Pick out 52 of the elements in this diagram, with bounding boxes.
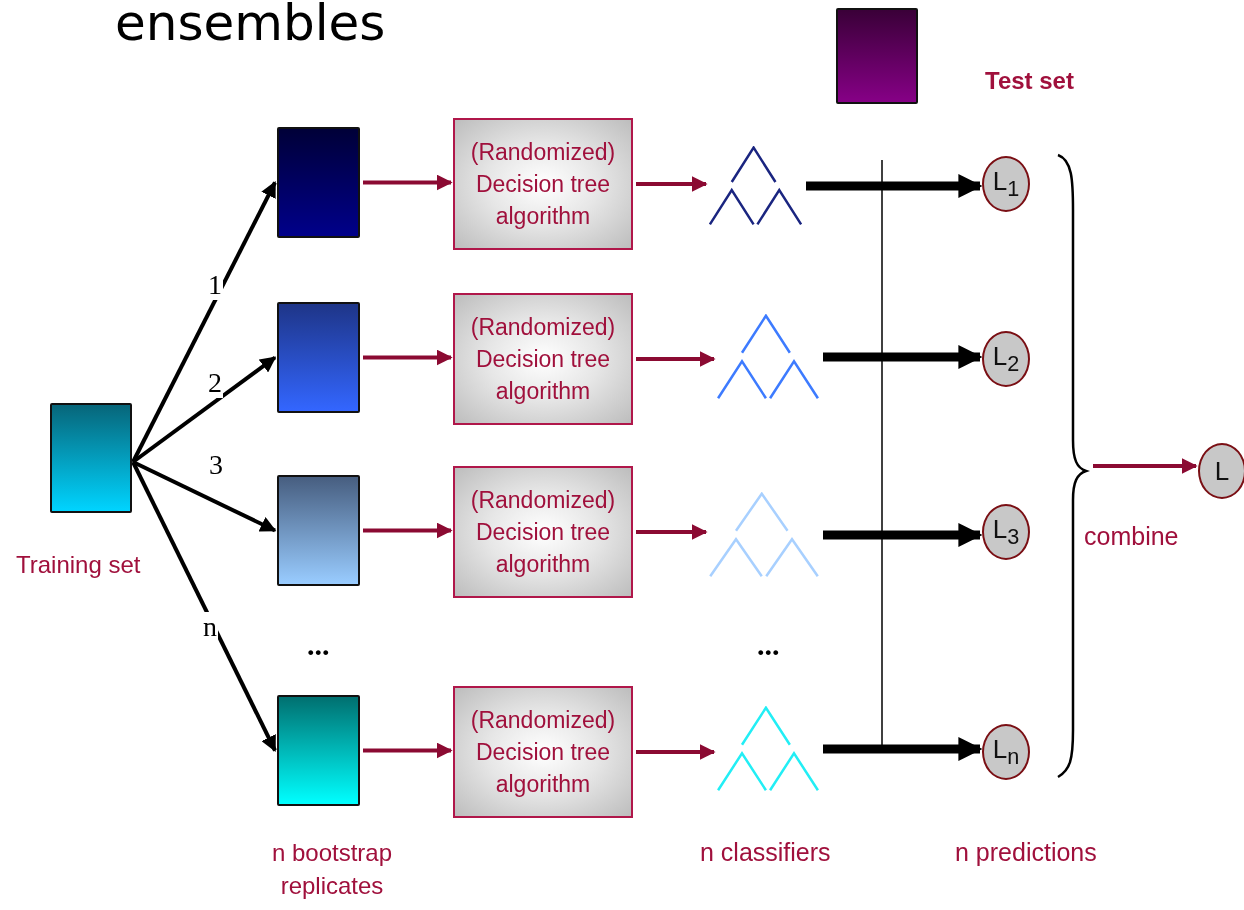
text-label: combine [1084, 522, 1179, 551]
arrow [636, 744, 716, 760]
text-label: ... [307, 628, 330, 662]
arrow [1093, 458, 1198, 474]
arrow [363, 349, 453, 366]
node-label: L$_{n}$ [992, 733, 1020, 771]
arrow [823, 345, 983, 369]
arrow [823, 737, 983, 761]
process-box [453, 293, 633, 425]
edge-label: n [202, 612, 218, 642]
arrow [363, 742, 453, 759]
tree-icon [708, 146, 803, 226]
title: ensembles [115, 0, 386, 52]
node-label: (Randomized) Decision tree algorithm [469, 313, 617, 406]
arrow [823, 523, 983, 547]
prediction-circle [982, 156, 1030, 212]
node-label: L$_{3}$ [992, 513, 1020, 551]
prediction-circle [982, 504, 1030, 560]
node-label: (Randomized) Decision tree algorithm [469, 138, 617, 231]
process-box [453, 686, 633, 818]
arrow [806, 174, 983, 198]
node-label: (Randomized) Decision tree algorithm [469, 486, 617, 579]
node-label: L$_{2}$ [992, 340, 1020, 378]
data-block [277, 302, 360, 413]
text-label: n bootstrap replicates [270, 838, 394, 901]
tree-icon [708, 492, 820, 578]
arrow [636, 351, 716, 367]
data-block [277, 695, 360, 806]
arrow [636, 524, 708, 540]
data-block [277, 475, 360, 586]
node-label: Training set [16, 551, 141, 579]
tree-icon [716, 314, 820, 400]
prediction-circle [982, 331, 1030, 387]
node-label: L$_{1}$ [992, 165, 1020, 203]
tree-icon [716, 706, 820, 792]
process-box [453, 466, 633, 598]
process-box [453, 118, 633, 250]
arrow [131, 461, 277, 752]
text-label: n predictions [955, 838, 1097, 867]
prediction-circle [1198, 443, 1244, 499]
node-label: (Randomized) Decision tree algorithm [469, 706, 617, 799]
data-block [277, 127, 360, 238]
node-label: L [1214, 455, 1230, 487]
arrow [363, 522, 453, 539]
text-label: ... [757, 628, 780, 662]
arrow [363, 174, 453, 191]
arrow [132, 460, 277, 533]
arrow [131, 181, 277, 463]
arrow [636, 176, 708, 192]
node-label: Test set [985, 67, 1074, 95]
prediction-circle [982, 724, 1030, 780]
text-label: n classifiers [700, 838, 831, 867]
